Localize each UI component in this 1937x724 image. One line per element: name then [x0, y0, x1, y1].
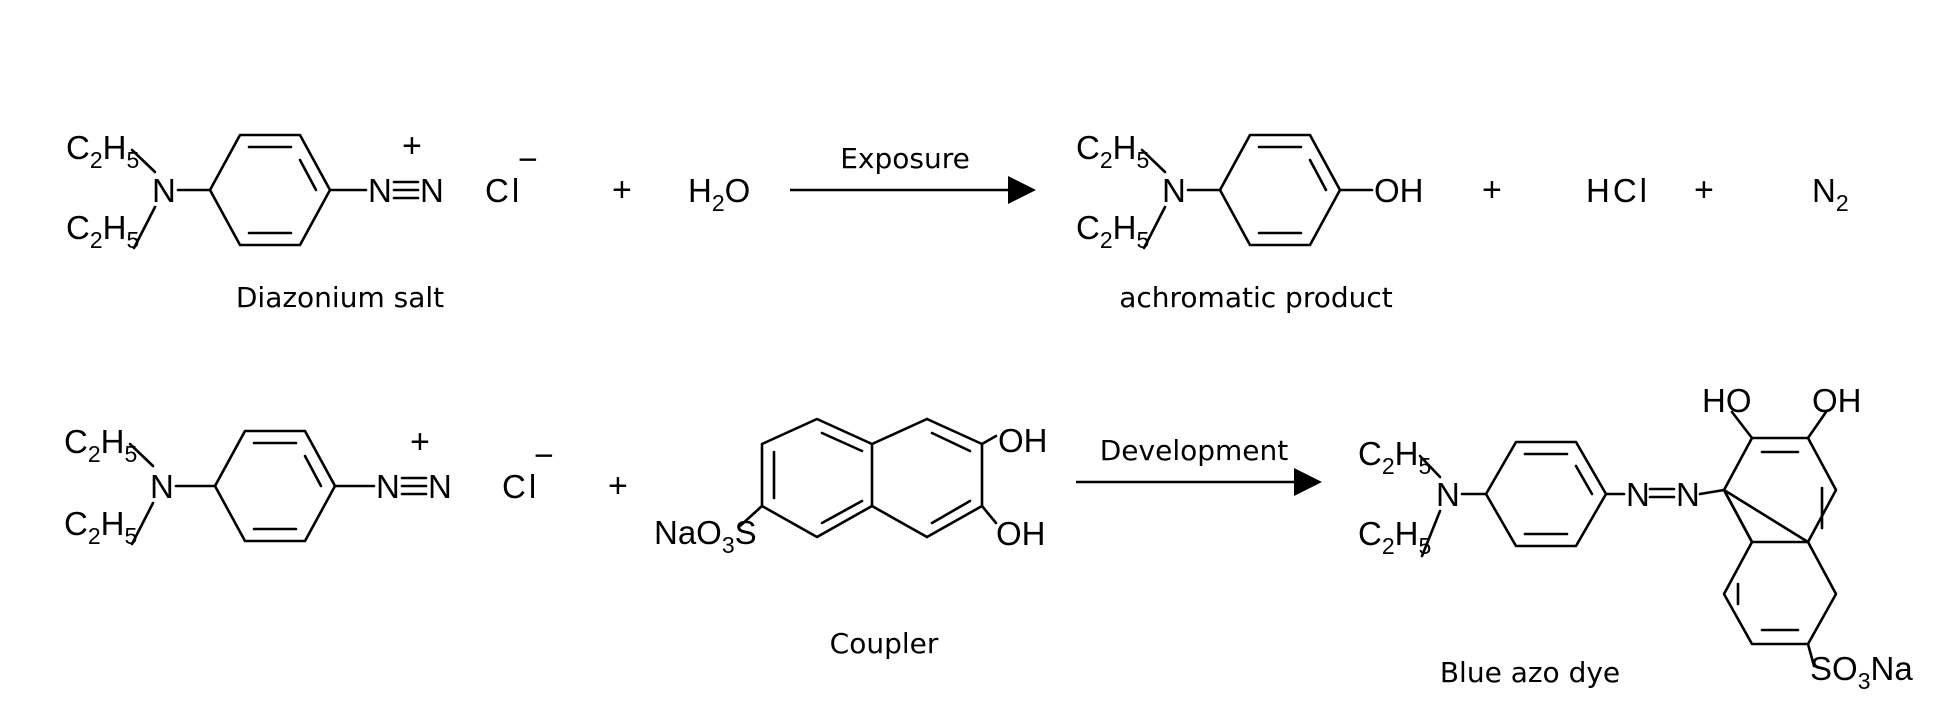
sulfonate-group: SO3Na — [1810, 650, 1913, 694]
coupler-structure: OH OH NaO3S — [654, 417, 1048, 558]
diazo-n1: N — [376, 468, 400, 505]
plus-sign: + — [608, 467, 628, 505]
azo-n2: N — [1676, 476, 1700, 513]
diazonium-salt-label: Diazonium salt — [236, 281, 444, 314]
hydroxyl-2: OH — [996, 515, 1046, 552]
ethyl-group-top: C2H5 — [1358, 435, 1431, 479]
blue-azo-dye-label: Blue azo dye — [1440, 656, 1620, 689]
exposure-label: Exposure — [840, 142, 970, 175]
ethyl-group-top: C2H5 — [1076, 129, 1149, 173]
hydroxyl-2: OH — [1812, 382, 1862, 419]
ethyl-group-bottom: C2H5 — [1358, 515, 1431, 559]
hydrochloric-acid: HCl — [1586, 172, 1650, 209]
negative-charge: − — [518, 141, 538, 179]
chloride: Cl — [502, 468, 539, 505]
amine-nitrogen: N — [1436, 476, 1460, 513]
blue-azo-dye-structure: C2H5 C2H5 N N N HO OH SO3Na — [1358, 382, 1913, 694]
amine-nitrogen: N — [150, 468, 174, 505]
ethyl-group-bottom: C2H5 — [1076, 209, 1149, 253]
chloride: Cl — [485, 172, 522, 209]
amine-nitrogen: N — [1162, 172, 1186, 209]
diazo-n2: N — [420, 172, 444, 209]
water: H2O — [688, 172, 750, 216]
ethyl-group-top: C2H5 — [66, 129, 139, 173]
ethyl-group-bottom: C2H5 — [66, 209, 139, 253]
diazonium-salt-structure-2: C2H5 C2H5 N N N + Cl − — [64, 423, 554, 549]
coupler-label: Coupler — [830, 627, 939, 660]
positive-charge: + — [402, 127, 422, 165]
positive-charge: + — [410, 423, 430, 461]
development-label: Development — [1100, 434, 1289, 467]
hydroxyl-1: OH — [998, 422, 1048, 459]
plus-sign: + — [1482, 171, 1502, 209]
hydroxyl-1: HO — [1702, 382, 1752, 419]
plus-sign: + — [1694, 171, 1714, 209]
azo-n1: N — [1626, 476, 1650, 513]
sulfonate-group: NaO3S — [654, 514, 757, 558]
nitrogen-gas: N2 — [1812, 172, 1849, 216]
hydroxyl: OH — [1374, 172, 1424, 209]
amine-nitrogen: N — [152, 172, 176, 209]
negative-charge: − — [534, 437, 554, 475]
ethyl-group-top: C2H5 — [64, 423, 137, 467]
ethyl-group-bottom: C2H5 — [64, 505, 137, 549]
achromatic-product-structure: C2H5 C2H5 N OH — [1076, 129, 1424, 253]
diazonium-salt-structure-1: C2H5 C2H5 N N N + Cl − — [66, 127, 538, 253]
diazo-n1: N — [368, 172, 392, 209]
development-arrow: Development — [1076, 434, 1322, 496]
plus-sign: + — [612, 171, 632, 209]
exposure-arrow: Exposure — [790, 142, 1036, 204]
achromatic-product-label: achromatic product — [1119, 281, 1393, 314]
diazo-n2: N — [428, 468, 452, 505]
